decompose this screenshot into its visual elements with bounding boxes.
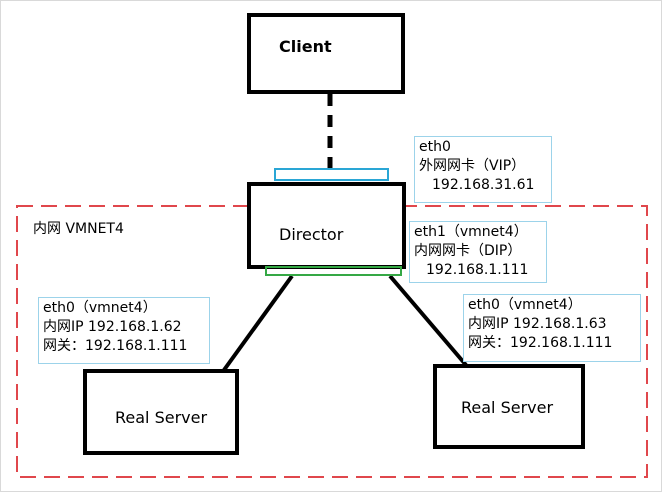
rs-right-interface-name: eth0（vmnet4）: [468, 297, 582, 313]
rs-right-ip: 内网IP 192.168.1.63: [468, 316, 607, 332]
internal-network-label: 内网 VMNET4: [33, 221, 124, 237]
real-server-left-node: Real Server: [83, 369, 239, 455]
rs-left-ip: 内网IP 192.168.1.62: [43, 319, 182, 335]
director-node: Director: [247, 182, 406, 269]
vip-interface-name: eth0: [419, 139, 451, 155]
dip-interface: [265, 266, 402, 276]
director-vip-info: eth0 外网网卡（VIP） 192.168.31.61: [414, 136, 552, 203]
vip-address: 192.168.31.61: [432, 177, 535, 193]
vip-interface: [274, 168, 389, 181]
director-realserver-left-link: [222, 274, 294, 372]
client-label: Client: [279, 37, 332, 56]
rs-right-gateway: 网关：192.168.1.111: [468, 335, 613, 351]
real-server-right-label: Real Server: [461, 398, 554, 417]
dip-interface-role: 内网网卡（DIP）: [414, 243, 522, 259]
real-server-left-info: eth0（vmnet4） 内网IP 192.168.1.62 网关：192.16…: [38, 297, 210, 364]
real-server-right-info: eth0（vmnet4） 内网IP 192.168.1.63 网关：192.16…: [463, 294, 641, 362]
rs-left-gateway: 网关：192.168.1.111: [43, 338, 188, 354]
director-label: Director: [279, 225, 344, 244]
client-node: Client: [247, 13, 405, 94]
director-realserver-right-link: [388, 274, 468, 367]
real-server-right-node: Real Server: [433, 364, 585, 449]
vip-interface-role: 外网网卡（VIP）: [419, 158, 526, 174]
dip-address: 192.168.1.111: [426, 262, 529, 278]
dip-interface-name: eth1（vmnet4）: [414, 224, 528, 240]
rs-left-interface-name: eth0（vmnet4）: [43, 300, 157, 316]
director-dip-info: eth1（vmnet4） 内网网卡（DIP） 192.168.1.111: [409, 221, 547, 283]
real-server-left-label: Real Server: [115, 408, 208, 427]
